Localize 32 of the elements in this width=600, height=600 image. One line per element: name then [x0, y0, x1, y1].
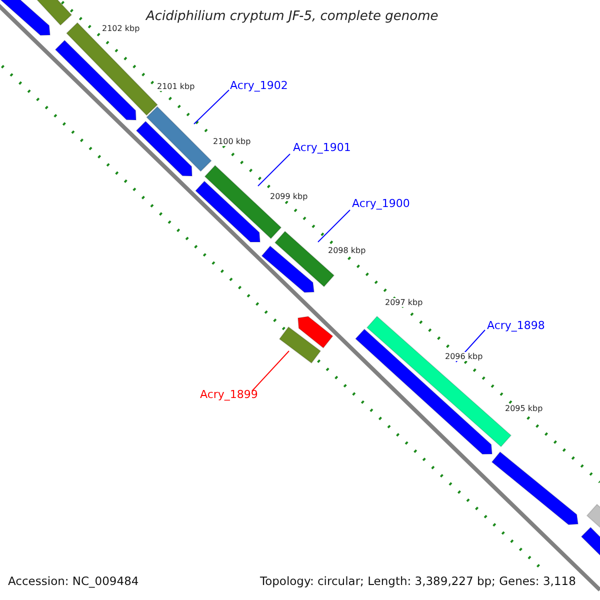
gene-feature — [194, 180, 261, 242]
leader-line — [318, 210, 350, 242]
scale-label: 2095 kbp — [505, 404, 543, 413]
genome-info-text: Accession: NC_009484 — [8, 574, 139, 588]
leader-line — [252, 350, 290, 392]
gene-feature — [278, 326, 322, 364]
gene-feature — [34, 0, 72, 26]
gene-feature — [66, 22, 158, 116]
gene-label: Acry_1900 — [352, 197, 410, 210]
gene-feature — [580, 526, 600, 557]
scale-label: 2097 kbp — [385, 298, 423, 307]
gene-feature — [54, 40, 137, 121]
scale-label: 2100 kbp — [213, 137, 251, 146]
scale-label: 2099 kbp — [270, 192, 308, 201]
scale-label: 2096 kbp — [445, 352, 483, 361]
scale-label: 2101 kbp — [157, 82, 195, 91]
gene-label: Acry_1901 — [293, 141, 351, 154]
scale-label: 2102 kbp — [102, 24, 140, 33]
leader-line — [258, 154, 290, 186]
scale-label: 2098 kbp — [328, 246, 366, 255]
gene-label: Acry_1898 — [487, 319, 545, 332]
gene-feature — [261, 245, 315, 293]
gene-feature — [297, 316, 334, 349]
gene-feature — [136, 120, 193, 177]
genome-info-text: Topology: circular; Length: 3,389,227 bp; Genes: 3,118 — [260, 574, 576, 588]
map-title: Acidiphilium cryptum JF-5, complete genome — [146, 9, 438, 24]
gene-label: Acry_1902 — [230, 79, 288, 92]
gene-label: Acry_1899 — [200, 388, 258, 401]
leader-line — [194, 90, 230, 124]
gene-feature — [491, 451, 579, 526]
gene-feature — [146, 106, 212, 172]
gene-feature — [0, 0, 51, 36]
